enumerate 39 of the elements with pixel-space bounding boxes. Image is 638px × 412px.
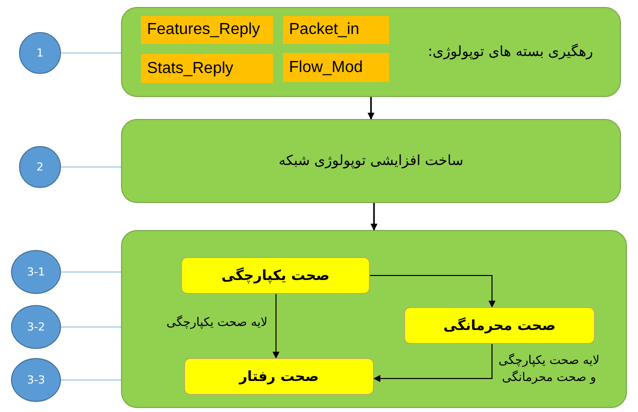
message-tag xyxy=(141,16,273,44)
message-name: Stats_Reply xyxy=(147,60,234,78)
step-circle xyxy=(19,32,61,74)
message-tag xyxy=(283,53,389,82)
edge-label: لایه صحت یکپارچگی xyxy=(165,314,269,331)
connector-line xyxy=(60,326,122,328)
step-circle xyxy=(11,250,61,294)
step-number: 1 xyxy=(36,46,44,60)
check-box xyxy=(181,257,370,294)
check-box xyxy=(404,307,595,344)
arrow xyxy=(373,344,492,382)
message-name: Features_Reply xyxy=(147,21,260,39)
stage-title: رهگیری بسته های توپولوژی: xyxy=(428,44,593,60)
message-tag xyxy=(283,16,389,44)
step-circle xyxy=(19,146,61,188)
message-name: Packet_in xyxy=(289,21,360,39)
stage-panel xyxy=(121,230,627,408)
edge-label: لایه صحت یکپارچگی و صحت محرمانگی xyxy=(497,352,601,386)
arrow xyxy=(370,275,496,308)
stage-panel xyxy=(121,119,621,203)
arrow xyxy=(368,97,374,120)
check-label: صحت یکپارچگی xyxy=(221,268,330,284)
check-box xyxy=(184,358,374,395)
check-label: صحت رفتار xyxy=(239,368,319,384)
step-circle xyxy=(11,358,61,402)
step-number: 2 xyxy=(36,160,44,174)
step-circle xyxy=(11,305,61,349)
stage-panel xyxy=(121,7,621,97)
connector-line xyxy=(60,52,122,54)
step-number: 3-1 xyxy=(27,266,45,278)
arrow xyxy=(272,294,280,359)
arrow xyxy=(370,203,378,231)
step-number: 3-3 xyxy=(27,374,45,386)
step-number: 3-2 xyxy=(27,320,45,334)
connector-line xyxy=(60,166,122,168)
check-label: صحت محرمانگی xyxy=(443,318,556,334)
message-tag xyxy=(141,54,273,83)
message-name: Flow_Mod xyxy=(289,58,363,76)
stage-title: ساخت افزایشی توپولوژی شبکه xyxy=(278,153,464,169)
